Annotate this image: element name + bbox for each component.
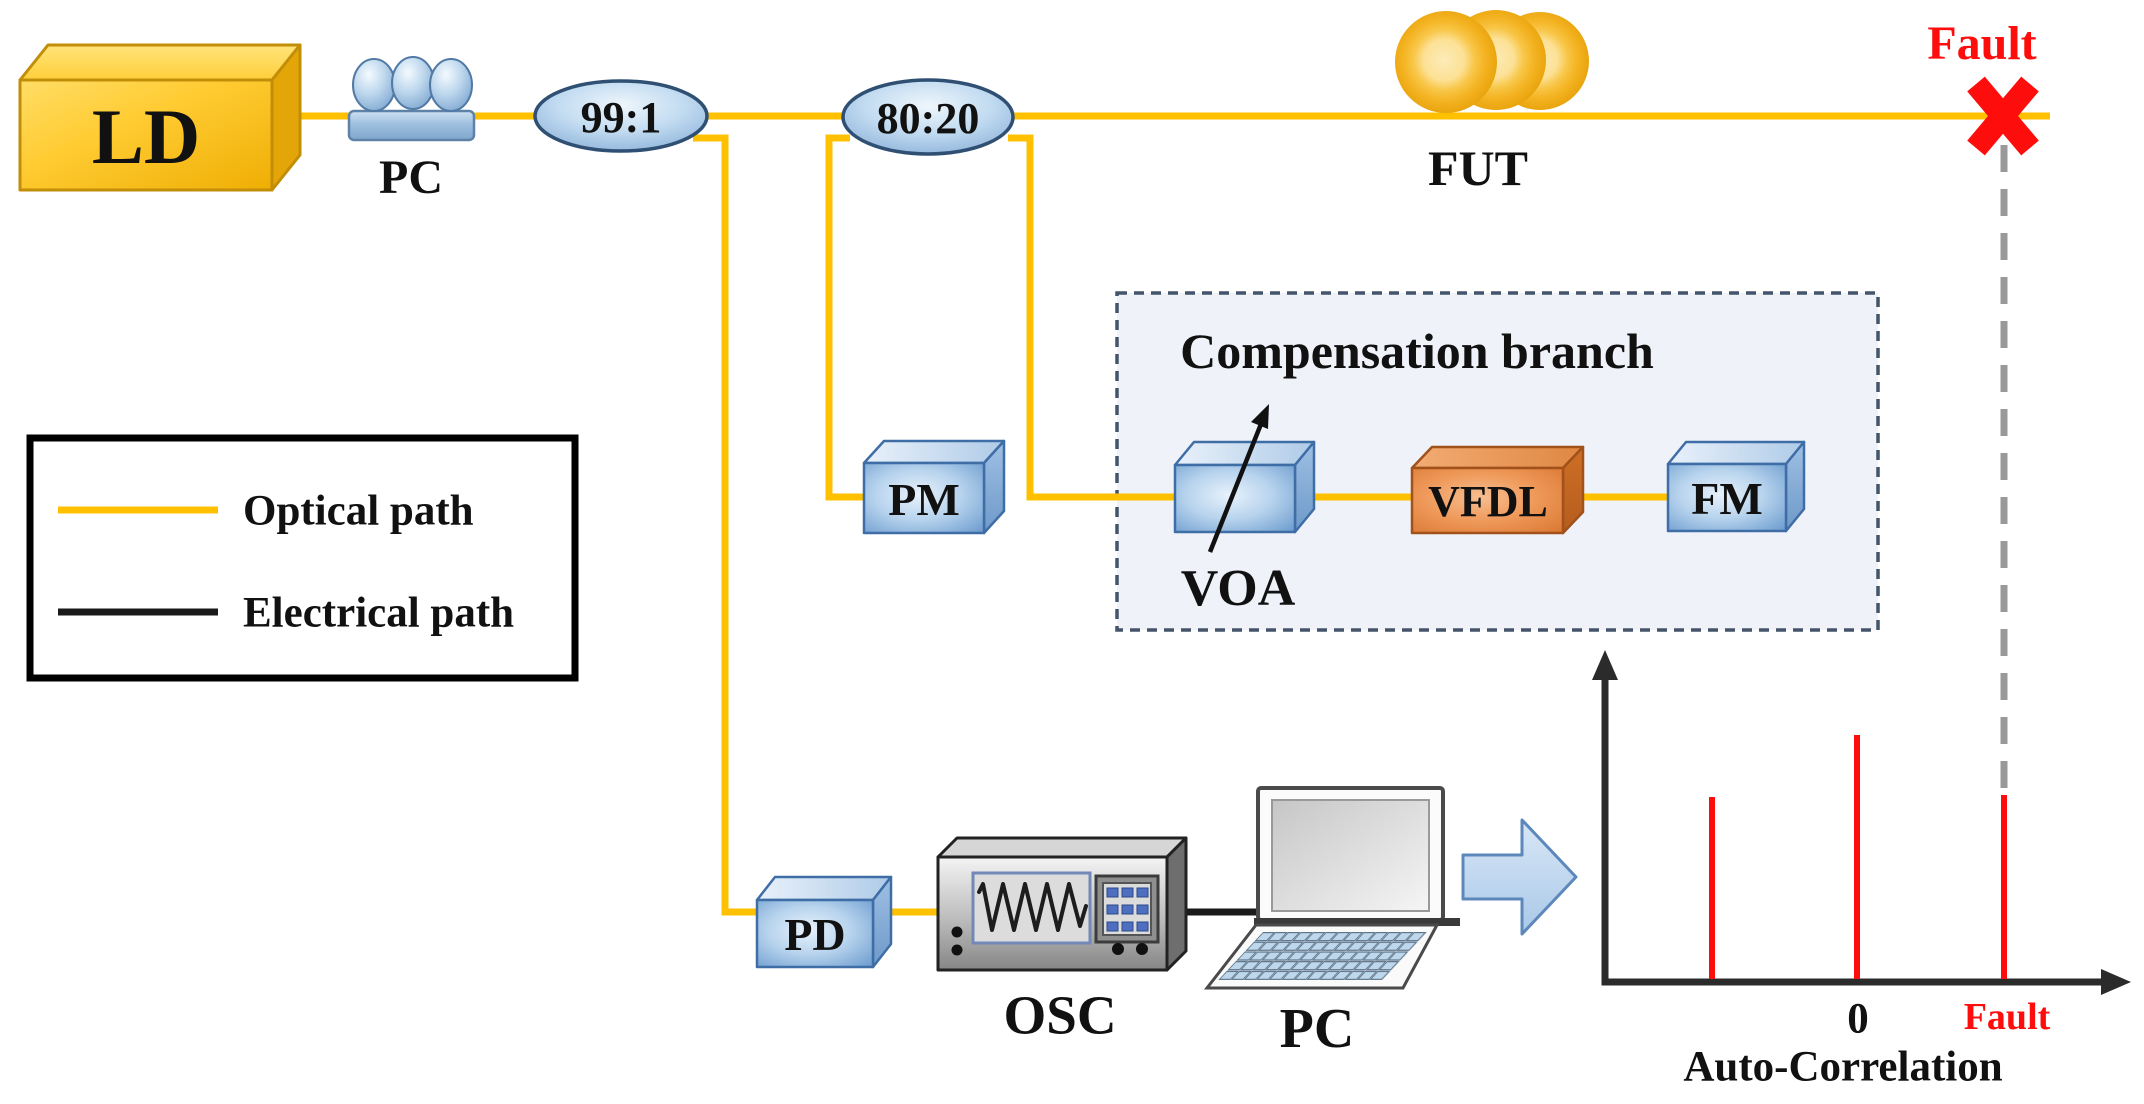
polarization-controller-label: PC — [379, 151, 443, 204]
pd-box — [755, 875, 893, 969]
osc-knobs-icon — [951, 926, 1148, 956]
fault-x-icon — [1967, 76, 2039, 156]
fiber-spool-icon — [1395, 10, 1589, 113]
legend-optical-label: Optical path — [243, 487, 474, 535]
pm-box — [862, 439, 1006, 535]
fut-label: FUT — [1428, 140, 1528, 196]
fault-label: Fault — [1927, 17, 2037, 70]
laptop-keys — [1218, 932, 1427, 980]
fm-box — [1666, 440, 1806, 533]
legend-box — [26, 434, 579, 682]
x-axis-arrow-icon — [2101, 969, 2131, 995]
fm-label: FM — [1691, 473, 1763, 524]
coupler-99-1-label: 99:1 — [580, 93, 662, 142]
voa-label: VOA — [1180, 560, 1296, 617]
voa-arrow-icon — [1207, 404, 1269, 553]
flow-arrow-icon — [1461, 818, 1578, 936]
coupler-80-20-icon — [841, 78, 1015, 156]
compensation-branch-title: Compensation branch — [1180, 323, 1654, 379]
ld-box — [18, 43, 302, 192]
polarization-controller-icon — [347, 56, 476, 142]
ld-label: LD — [91, 93, 201, 180]
osc-instrument-icon — [936, 836, 1188, 972]
vfdl-label: VFDL — [1428, 477, 1548, 526]
tick-zero-label: 0 — [1847, 995, 1869, 1043]
osc-label: OSC — [1003, 984, 1117, 1046]
coupler-99-1-icon — [533, 79, 709, 153]
computer-label: PC — [1279, 998, 1355, 1060]
tick-fault-label: Fault — [1963, 996, 2051, 1038]
osc-waveform-icon — [977, 882, 1088, 932]
autocorrelation-axes — [1592, 650, 2131, 995]
vfdl-box — [1410, 445, 1585, 535]
osc-keypad-icon — [1094, 874, 1160, 944]
voa-box — [1173, 440, 1316, 534]
pm-label: PM — [888, 474, 960, 525]
autocorrelation-peaks — [1709, 735, 2007, 979]
coupler-80-20-label: 80:20 — [876, 94, 980, 143]
y-axis-arrow-icon — [1592, 650, 1618, 680]
laptop-icon — [1203, 786, 1460, 990]
pd-label: PD — [784, 909, 846, 960]
legend-electrical-label: Electrical path — [243, 589, 515, 637]
autocorrelation-title: Auto-Correlation — [1683, 1043, 2003, 1091]
